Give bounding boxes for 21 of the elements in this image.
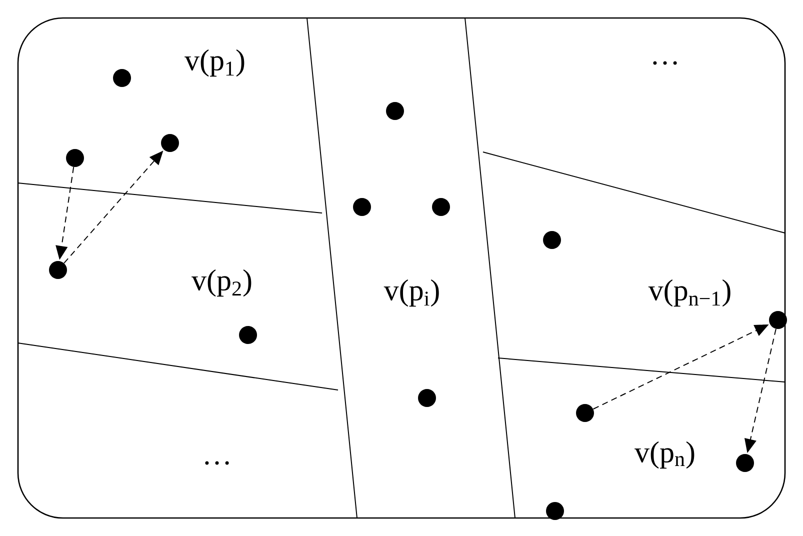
region-label: … [653,61,677,65]
dot [418,389,436,407]
dot [576,404,594,422]
region-label: v(p$_{2}$) [192,269,252,297]
region-label: v(p$_{i}$) [384,279,439,307]
dot [769,311,787,329]
region-label: v(p$_{1}$) [184,49,244,77]
dot [736,454,754,472]
dot [161,134,179,152]
dot [543,231,561,249]
region-label: … [205,461,229,465]
dot [386,102,404,120]
dot [432,198,450,216]
dot [546,502,564,520]
dot [353,198,371,216]
dot [113,69,131,87]
dot [49,261,67,279]
region-label: v(p$_{n−1}$) [648,279,730,307]
region-label: v(p$_{n}$) [634,441,694,469]
dot [239,326,257,344]
dot [66,149,84,167]
